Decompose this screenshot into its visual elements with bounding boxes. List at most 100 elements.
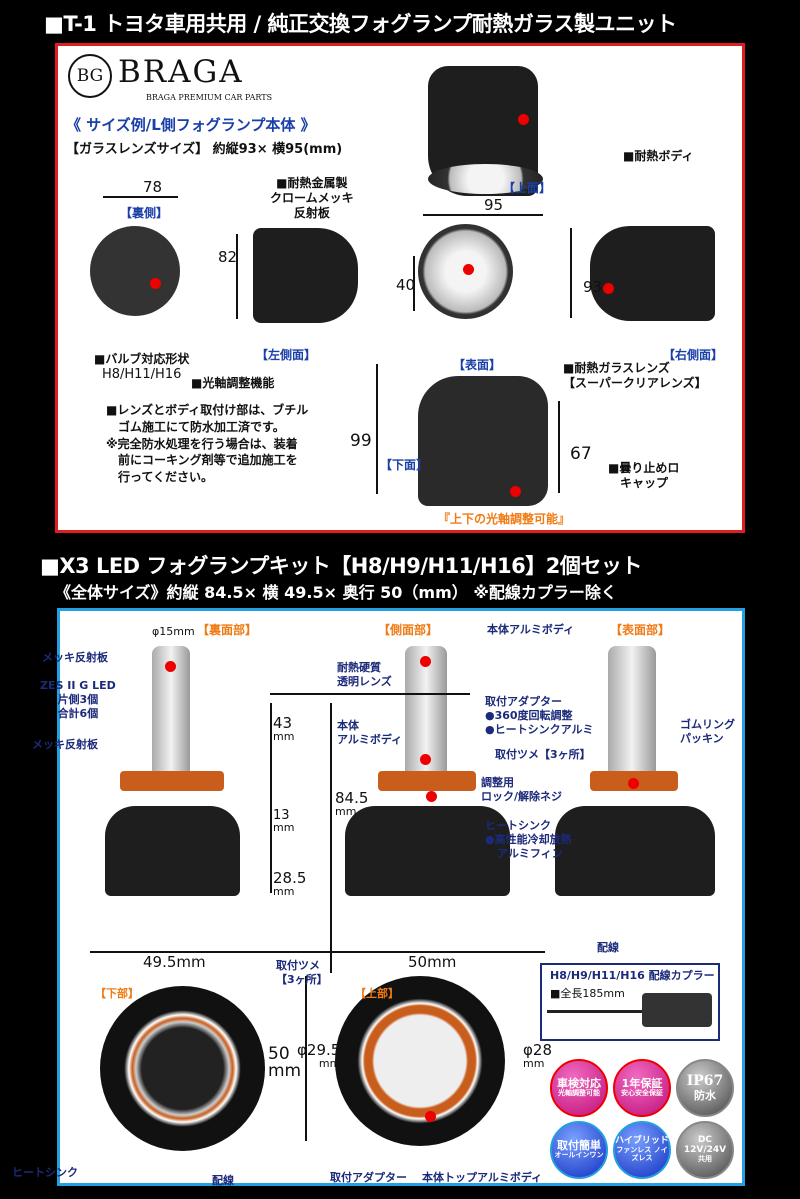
text-line: アルミフィン xyxy=(497,846,563,860)
view-top-label: 【上面】 xyxy=(503,181,552,195)
text-line: H8/H11/H16 xyxy=(101,367,182,382)
section2-title: ■X3 LED フォグランプキット【H8/H9/H11/H16】2個セット xyxy=(40,554,642,578)
callout-dot xyxy=(510,486,521,497)
text-line: 取付アダプター xyxy=(485,695,562,708)
label-wire: 配線 xyxy=(597,941,619,954)
text-line: ■レンズとボディ取付け部は、ブチル xyxy=(106,403,309,417)
dim-line xyxy=(376,364,378,494)
section2-subtitle: 《全体サイズ》約縦 84.5× 横 49.5× 奥行 50（mm） ※配線カプラ… xyxy=(55,583,617,602)
text-line: ※完全防水処理を行う場合は、装着 xyxy=(106,436,298,451)
label-adapter-2: 取付アダプター xyxy=(330,1171,407,1184)
badge-easy-install: 取付簡単オールインワン xyxy=(550,1121,608,1179)
view-top-label: 【上部】 xyxy=(355,987,399,1000)
badge-main: IP67 xyxy=(686,1073,724,1090)
dim-line xyxy=(330,703,332,973)
coupler-image xyxy=(642,993,712,1027)
dim-line xyxy=(103,196,178,198)
text-line: ■バルブ対応形状 xyxy=(94,352,190,366)
text-line: 【スーパークリアレンズ】 xyxy=(563,376,707,390)
callout-dot xyxy=(420,656,431,667)
text-line: 合計6個 xyxy=(57,706,99,720)
dim-line xyxy=(236,234,238,319)
dim-line xyxy=(413,256,415,311)
label-adapter: 取付アダプター ●360度回転調整 ●ヒートシンクアルミ xyxy=(485,695,594,736)
logo-brand: BRAGA xyxy=(118,54,244,90)
dim-50-width: 50mm xyxy=(408,953,457,971)
label-bulb-type: ■バルブ対応形状 H8/H11/H16 xyxy=(94,352,189,383)
view-back-label: 【裏面部】 xyxy=(197,623,258,637)
top-lens xyxy=(428,164,543,194)
label-top-body: 本体トップアルミボディ xyxy=(422,1171,543,1184)
callout-dot xyxy=(628,778,639,789)
text-line: 本体 xyxy=(337,719,359,732)
unit: mm xyxy=(523,1057,545,1070)
text-line: 透明レンズ xyxy=(337,674,392,688)
badge-main: 車検対応 xyxy=(557,1077,601,1091)
text-line: 反射板 xyxy=(293,206,330,220)
text-line: ゴム施工にて防水加工済です。 xyxy=(118,419,285,434)
view-left-label: 【左側面】 xyxy=(256,348,317,362)
callout-dot xyxy=(425,1111,436,1122)
dim-line xyxy=(270,693,470,695)
text-line: ■耐熱ガラスレンズ xyxy=(563,361,670,375)
badge-hybrid: ハイブリッドファンレス ノイズレス xyxy=(613,1121,671,1179)
dim-93: 93 xyxy=(583,278,603,296)
dim-line xyxy=(325,951,545,953)
value: φ29.5 xyxy=(297,1041,341,1059)
badge-main: DC 12V/24V xyxy=(683,1135,727,1156)
callout-dot xyxy=(518,114,529,125)
view-right-label: 【右側面】 xyxy=(663,348,724,362)
unit: mm xyxy=(273,885,295,898)
fog-bottom-view-image xyxy=(418,376,548,506)
badge-sub: 安心安全保証 xyxy=(621,1089,663,1098)
badge-main: 1年保証 xyxy=(621,1077,663,1091)
value: 84.5 xyxy=(335,789,369,807)
badge-sub: 共用 xyxy=(698,1155,712,1164)
unit: mm xyxy=(273,821,295,834)
waterproof-note: ■レンズとボディ取付け部は、ブチル ゴム施工にて防水加工済です。 ※完全防水処理… xyxy=(106,402,308,486)
callout-dot xyxy=(420,754,431,765)
label-rubber: ゴムリング パッキン xyxy=(680,718,735,746)
text-line: ZES II G LED xyxy=(40,679,116,692)
label-adjust-range: 『上下の光軸調整可能』 xyxy=(438,512,571,526)
dim-line xyxy=(423,214,543,216)
badge-warranty: 1年保証安心安全保証 xyxy=(613,1059,671,1117)
unit: mm xyxy=(318,1057,341,1070)
text-line: ■曇り止めロ xyxy=(608,461,680,475)
badge-main: ハイブリッド xyxy=(615,1136,669,1147)
label-lens: 耐熱硬質 透明レンズ xyxy=(337,661,392,689)
value: 28.5 xyxy=(273,869,307,887)
text-line: 前にコーキング剤等で追加施工を xyxy=(118,453,298,468)
cable-image xyxy=(547,1010,647,1013)
text-line: パッキン xyxy=(680,731,724,745)
label-reflector: ■耐熱金属製 クロームメッキ 反射板 xyxy=(270,176,354,221)
heatsink-image xyxy=(555,806,715,896)
coupler-length: ■全長185mm xyxy=(550,987,625,1000)
view-front-label: 【表面部】 xyxy=(610,623,671,637)
text-line: 行ってください。 xyxy=(118,470,214,485)
fog-right-view-image xyxy=(590,226,715,321)
label-alu-body: 本体アルミボディ xyxy=(487,623,575,636)
callout-dot xyxy=(426,791,437,802)
label-body: 本体 アルミボディ xyxy=(337,719,402,747)
text-line: ロック/解除ネジ xyxy=(481,789,563,803)
view-back-label: 【裏側】 xyxy=(120,206,169,220)
led-front-image xyxy=(608,646,656,786)
label-heatsink-2: ヒートシンク xyxy=(12,1166,78,1179)
dim-line xyxy=(90,951,335,953)
label-claws: 取付ツメ【3ヶ所】 xyxy=(495,748,591,761)
dim-78: 78 xyxy=(143,178,163,196)
dim-67: 67 xyxy=(570,444,592,464)
text-line: ●高性能冷却放熱 xyxy=(485,832,572,846)
value: φ28 xyxy=(523,1041,552,1059)
label-body: ■耐熱ボディ xyxy=(623,149,694,163)
badge-main: 取付簡単 xyxy=(557,1139,601,1153)
dim-line xyxy=(270,703,272,893)
label-reflector-1: メッキ反射板 xyxy=(42,651,108,664)
orange-ring xyxy=(120,771,224,791)
